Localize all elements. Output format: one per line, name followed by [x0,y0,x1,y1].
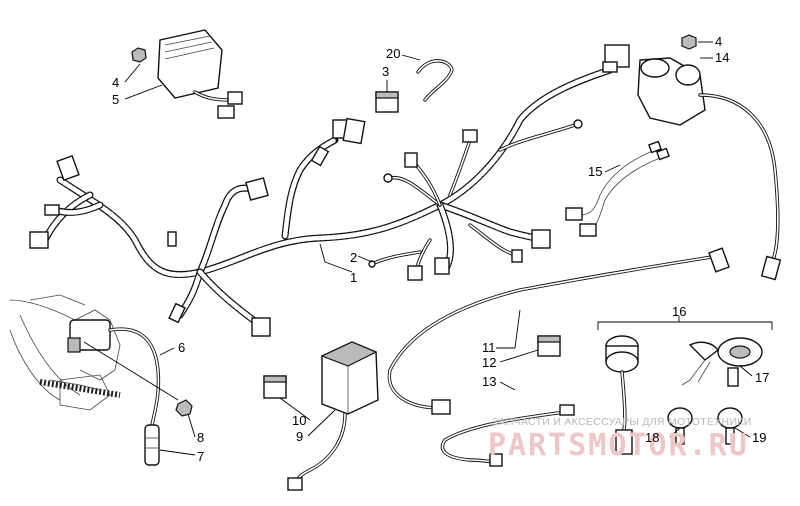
callout-10: 10 [292,413,306,428]
main-wiring-harness [29,44,630,337]
starter-cable [108,327,161,427]
callout-14: 14 [715,50,729,65]
adapter-harness [565,140,670,237]
engine-outline [9,294,121,411]
watermark-caption: ЗАПЧАСТИ И АКСЕССУАРЫ ДЛЯ МОТОТЕХНИКИ [492,416,752,428]
key-switch-assembly [605,335,763,455]
key-19 [717,407,743,445]
callout-5: 5 [112,92,119,107]
callout-16: 16 [672,304,686,319]
callout-6: 6 [178,340,185,355]
callout-1: 1 [350,270,357,285]
callout-13: 13 [482,374,496,389]
callout-labels: 1 2 3 4 4 5 6 7 8 9 10 11 12 13 14 15 16… [112,34,769,464]
watermark-logo: PARTSMOTOR.RU [488,428,749,463]
leader-lines [124,41,753,456]
callout-3: 3 [382,64,389,79]
callout-15: 15 [588,164,602,179]
extension-harness [387,247,730,415]
callout-9: 9 [296,429,303,444]
relay-cdi [263,375,287,399]
ignition-switch [637,57,782,281]
callout-8: 8 [197,430,204,445]
callout-11: 11 [482,340,496,355]
callout-17: 17 [755,370,769,385]
callout-19: 19 [752,430,766,445]
callout-12: 12 [482,355,496,370]
cable-tie [416,59,454,102]
sensor-lead [368,250,422,268]
bolt [83,341,193,417]
spark-plug-cap [144,424,160,466]
voltage-regulator [157,29,243,119]
callout-18: 18 [645,430,659,445]
callout-2: 2 [350,250,357,265]
callout-20: 20 [386,46,400,61]
callout-4-regulator-nut: 4 [112,75,119,90]
nut-ignition [681,34,697,50]
relay-small [537,335,561,357]
nut-regulator [131,47,147,63]
callout-4-ignition-nut: 4 [715,34,722,49]
taillight-harness [440,404,575,467]
cdi-module [287,341,379,491]
callout-7: 7 [197,449,204,464]
relay [375,91,399,113]
